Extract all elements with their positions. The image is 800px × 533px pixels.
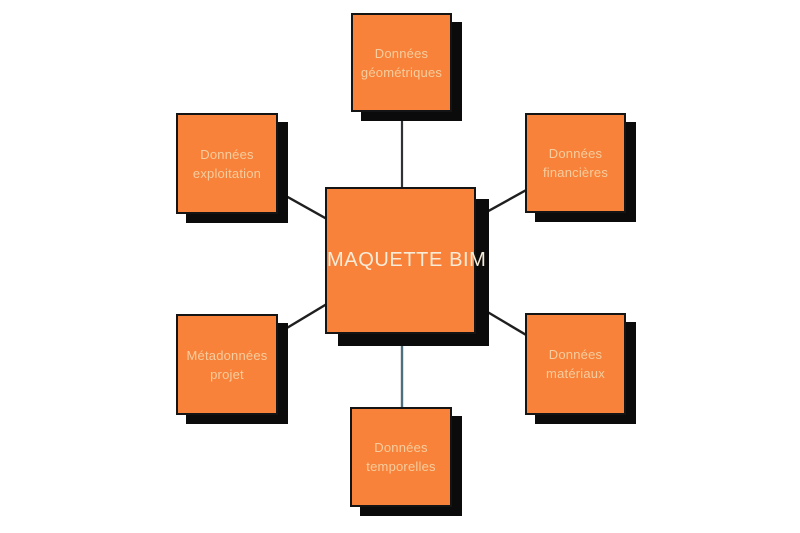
node-label-line1: Données	[548, 347, 603, 362]
node-metadonnees-projet: Métadonnées projet	[176, 314, 278, 415]
node-label-line1: Données	[374, 45, 429, 61]
node-label: Données exploitation	[178, 145, 276, 183]
node-label: Données temporelles	[352, 438, 450, 476]
node-label-line1: Données	[374, 440, 428, 455]
node-label-line1: Données	[548, 146, 603, 161]
node-label-line1: Données	[200, 146, 254, 162]
node-donnees-exploitation: Données exploitation	[176, 113, 278, 214]
center-node-label: MAQUETTE BIM	[327, 249, 487, 271]
node-donnees-geometriques: Données géométriques	[351, 13, 452, 112]
node-label-line2: matériaux	[546, 366, 605, 381]
node-donnees-materiaux: Données matériaux	[525, 313, 626, 415]
node-maquette-bim: MAQUETTE BIM	[325, 187, 487, 334]
node-donnees-financieres: Données financières	[525, 113, 626, 213]
node-donnees-temporelles: Données temporelles	[350, 407, 452, 507]
node-label-line2: temporelles	[366, 459, 436, 474]
node-label: Métadonnées projet	[178, 346, 276, 384]
node-label: Données matériaux	[527, 345, 624, 383]
node-label-line2: géométriques	[360, 64, 443, 80]
node-label-line2: financières	[542, 165, 609, 180]
node-label-line1: Métadonnées	[186, 347, 268, 363]
node-label: Données géométriques	[353, 44, 450, 82]
node-label-line2: projet	[210, 366, 244, 382]
node-label: Données financières	[527, 144, 624, 182]
node-label-line2: exploitation	[192, 165, 262, 181]
